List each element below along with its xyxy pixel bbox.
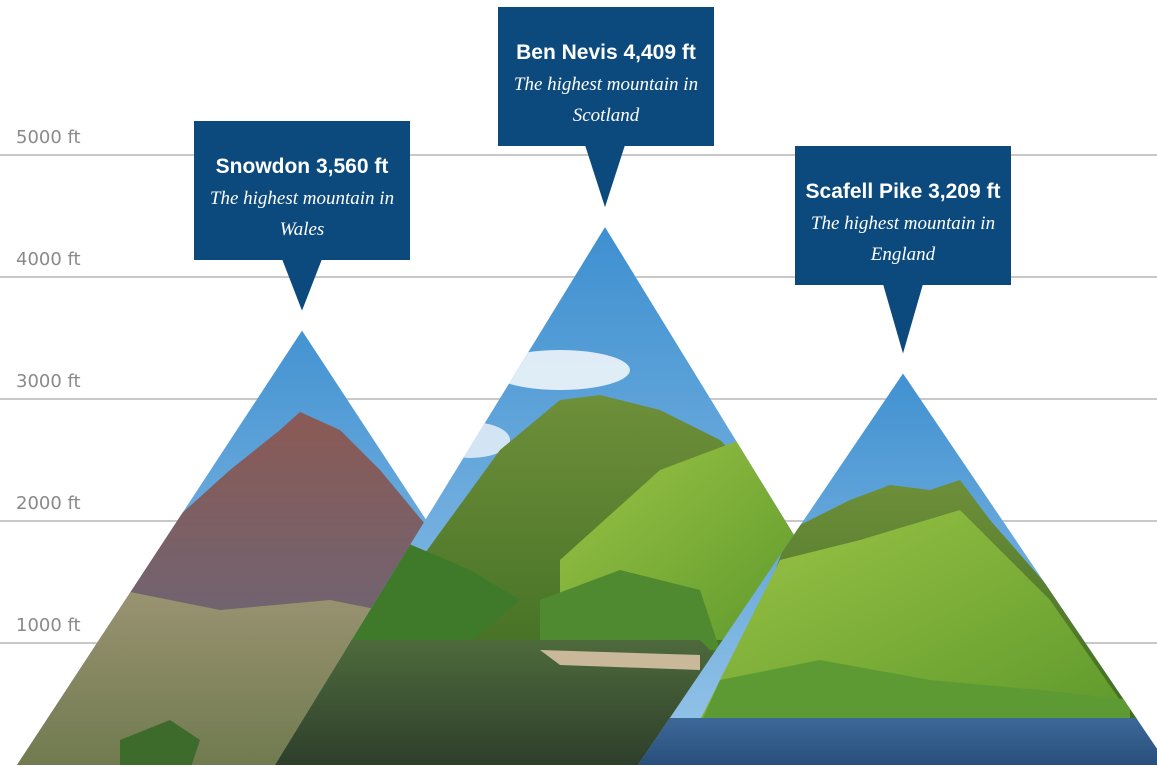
data-label: Snowdon 3,560 ft (216, 155, 389, 178)
callout-pointer (883, 284, 923, 354)
description-line: England (870, 244, 936, 265)
y-tick-label: 2000 ft (16, 493, 81, 514)
y-tick-label: 1000 ft (16, 615, 81, 636)
callout-box (194, 121, 410, 260)
y-tick-label: 4000 ft (16, 249, 81, 270)
callout-box (795, 146, 1011, 285)
description-line: The highest mountain in (514, 74, 698, 95)
y-tick-label: 5000 ft (16, 127, 81, 148)
callouts: Snowdon 3,560 ft The highest mountain in W… (194, 7, 1011, 354)
data-label: Scafell Pike 3,209 ft (806, 180, 1001, 203)
callout-snowdon: Snowdon 3,560 ft The highest mountain in W… (194, 121, 410, 311)
description-line: Wales (280, 219, 325, 240)
callout-scafell-pike: Scafell Pike 3,209 ft The highest mountai… (795, 146, 1011, 354)
description-line: The highest mountain in (811, 213, 995, 234)
callout-ben-nevis: Ben Nevis 4,409 ft The highest mountain i… (498, 7, 714, 208)
y-axis-ticks: 1000 ft 2000 ft 3000 ft 4000 ft 5000 ft (16, 127, 81, 636)
description-line: Scotland (573, 105, 640, 126)
y-tick-label: 3000 ft (16, 371, 81, 392)
callout-pointer (585, 145, 625, 208)
callout-pointer (282, 259, 322, 311)
data-label: Ben Nevis 4,409 ft (516, 41, 696, 64)
callout-box (498, 7, 714, 146)
description-line: The highest mountain in (210, 188, 394, 209)
